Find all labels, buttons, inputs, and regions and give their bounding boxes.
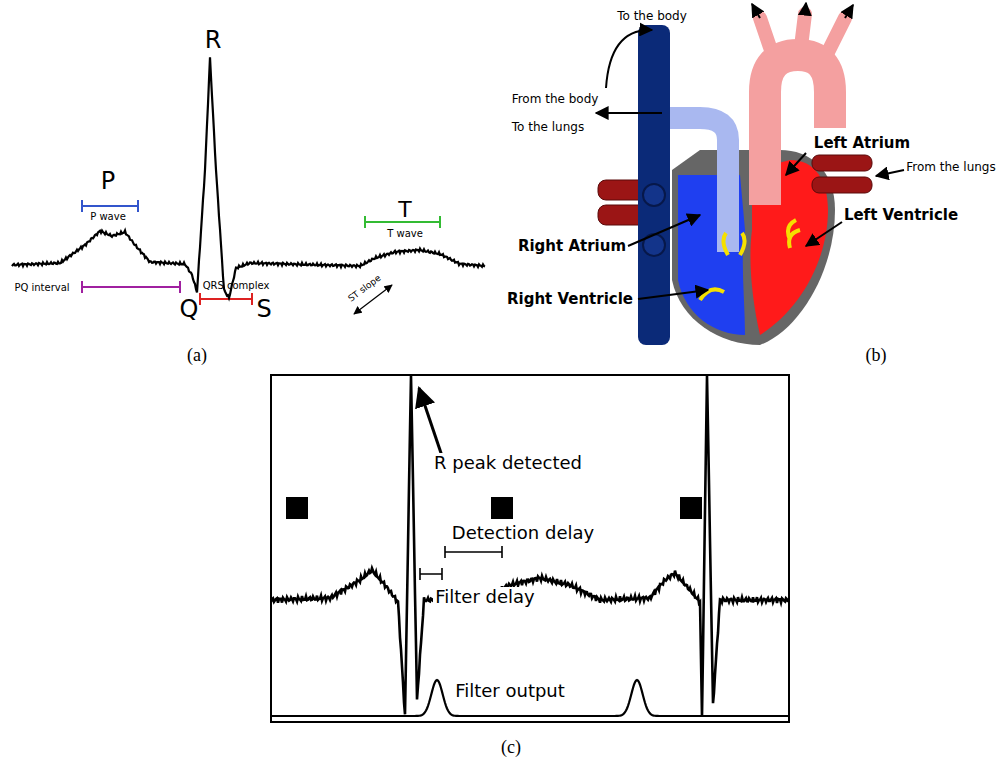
interval-name: PQ interval: [14, 282, 69, 293]
detection-markers: [286, 388, 702, 580]
plot-frame: R peak detectedDetection delayFilter del…: [270, 374, 790, 723]
heart-illustration: [596, 3, 904, 345]
wave-letter: P: [101, 168, 115, 194]
chamber-label: Left Ventricle: [844, 207, 958, 224]
complex-name: QRS complex: [203, 280, 270, 291]
wave-letter: Q: [180, 296, 199, 322]
wave-letter: R: [205, 27, 222, 53]
plot-annotation: Filter delay: [433, 587, 536, 607]
flow-label: From the lungs: [906, 161, 995, 174]
ecg-waveform: [12, 57, 485, 298]
filter-output-trace: [271, 680, 788, 716]
wave-name: T wave: [387, 228, 423, 239]
panel-caption: (a): [187, 346, 207, 366]
flow-label: From the body: [512, 93, 599, 106]
wave-letter: S: [256, 296, 271, 322]
flow-label: To the lungs: [512, 121, 584, 134]
flow-label: To the body: [617, 10, 687, 23]
panel-caption: (c): [501, 738, 521, 758]
wave-name: P wave: [90, 211, 126, 222]
plot-annotation: R peak detected: [432, 453, 584, 473]
segment-name: ST slope: [347, 274, 383, 305]
chamber-label: Right Atrium: [518, 238, 626, 255]
panel-caption: (b): [866, 346, 887, 366]
ecg-trace: [271, 376, 788, 716]
chamber-label: Right Ventricle: [507, 291, 633, 308]
plot-annotation: Filter output: [453, 681, 567, 701]
plot-annotation: Detection delay: [450, 523, 596, 543]
detection-plot: [271, 376, 788, 716]
wave-letter: T: [398, 198, 411, 222]
chamber-label: Left Atrium: [814, 135, 910, 152]
